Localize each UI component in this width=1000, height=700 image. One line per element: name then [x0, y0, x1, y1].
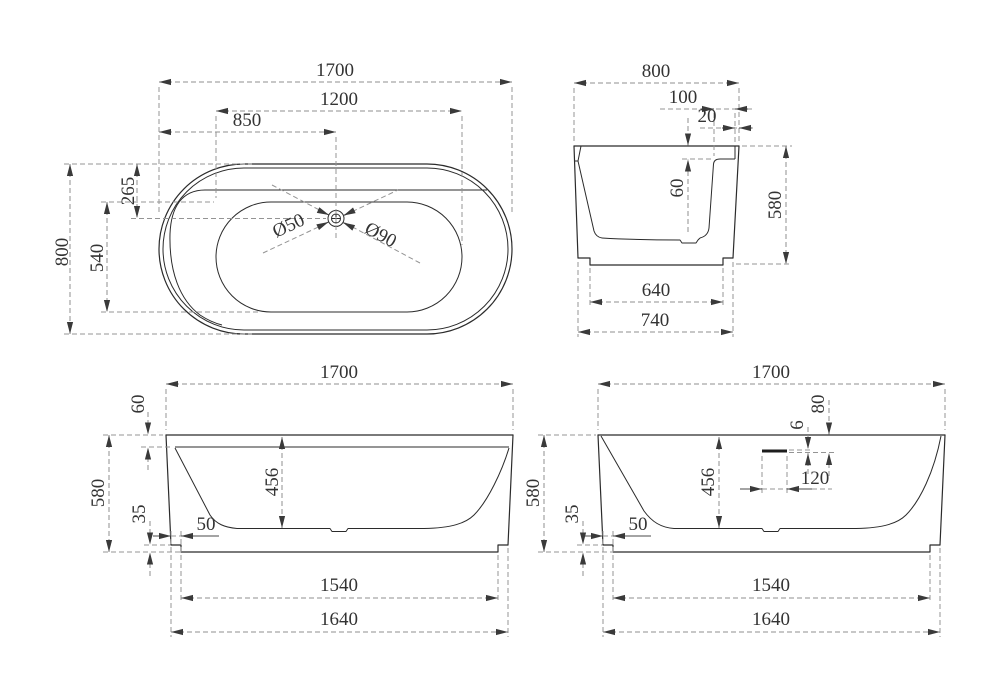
back-plinth: [602, 544, 941, 553]
front-dimension-texts: 1700 60 580 456 35 50 1540 1640: [88, 362, 358, 630]
back-dim-overflow-from-top: 80: [808, 395, 829, 414]
back-dim-inner-depth: 456: [698, 468, 719, 497]
front-basin-profile: [174, 447, 510, 532]
plan-basin: [215, 201, 463, 313]
back-dim-overall-height: 580: [523, 479, 544, 508]
front-dimension-lines: [103, 380, 514, 637]
back-dim-base-length: 1640: [752, 609, 790, 630]
plan-dim-overall-length: 1700: [316, 60, 354, 81]
plan-dimension-lines: [64, 78, 513, 335]
end-dim-deck-width: 100: [669, 87, 698, 108]
back-dim-plinth-length: 1540: [752, 575, 790, 596]
back-dim-overflow-slot-height: 6: [787, 420, 808, 430]
end-dim-base-width: 740: [641, 310, 670, 331]
end-floor: [601, 237, 701, 244]
front-outline: [165, 434, 514, 553]
end-dim-deck-drop: 60: [667, 179, 688, 198]
plan-dim-drain-offset: 850: [233, 110, 262, 131]
end-view: 800 100 20 60 580 640 740: [573, 61, 792, 337]
front-dim-plinth-inset: 50: [197, 514, 216, 535]
back-outline: [597, 434, 946, 553]
back-dim-overflow-width: 120: [801, 468, 830, 489]
plan-view: 1700 1200 850 265 540 800 Ø50 Ø90: [52, 60, 513, 335]
front-dim-overall-height: 580: [88, 479, 109, 508]
overflow-slot: [762, 449, 787, 453]
front-dim-plinth-length: 1540: [320, 575, 358, 596]
plan-dim-deck-depth: 265: [118, 177, 139, 206]
front-dim-overall-length: 1700: [320, 362, 358, 383]
plan-dim-rim-opening-width: 540: [87, 244, 108, 273]
back-view: 1700 80 6 120 456 580 35 50 1540 1640: [523, 362, 946, 637]
end-dim-overall-height: 580: [765, 191, 786, 220]
end-outline: [573, 145, 740, 266]
end-dimension-lines: [573, 79, 792, 337]
front-dim-plinth-height: 35: [129, 505, 150, 524]
plan-dim-drain-diameter: Ø50: [269, 210, 308, 243]
end-dim-plinth-width: 640: [642, 280, 671, 301]
back-dim-plinth-height: 35: [562, 505, 583, 524]
back-dim-plinth-inset: 50: [629, 514, 648, 535]
plan-dim-drain-flange-diameter: Ø90: [361, 218, 400, 252]
front-dim-inner-depth: 456: [262, 468, 283, 497]
front-dim-base-length: 1640: [320, 609, 358, 630]
plan-deck-edge: [169, 189, 487, 326]
end-deck-step: [699, 158, 735, 239]
front-plinth: [170, 544, 509, 553]
end-plinth: [577, 257, 734, 266]
front-dim-rim-band: 60: [128, 395, 149, 414]
plan-dim-rim-opening-length: 1200: [320, 89, 358, 110]
back-basin-profile: [600, 435, 942, 532]
back-dimension-lines: [538, 380, 946, 637]
back-dimension-texts: 1700 80 6 120 456 580 35 50 1540 1640: [523, 362, 829, 630]
end-dimension-texts: 800 100 20 60 580 640 740: [641, 61, 786, 331]
end-dim-overall-width: 800: [642, 61, 671, 82]
back-dim-overall-length: 1700: [752, 362, 790, 383]
front-view: 1700 60 580 456 35 50 1540 1640: [88, 362, 514, 637]
end-dim-rim-edge: 20: [698, 106, 717, 127]
plan-dim-overall-width: 800: [52, 238, 73, 267]
